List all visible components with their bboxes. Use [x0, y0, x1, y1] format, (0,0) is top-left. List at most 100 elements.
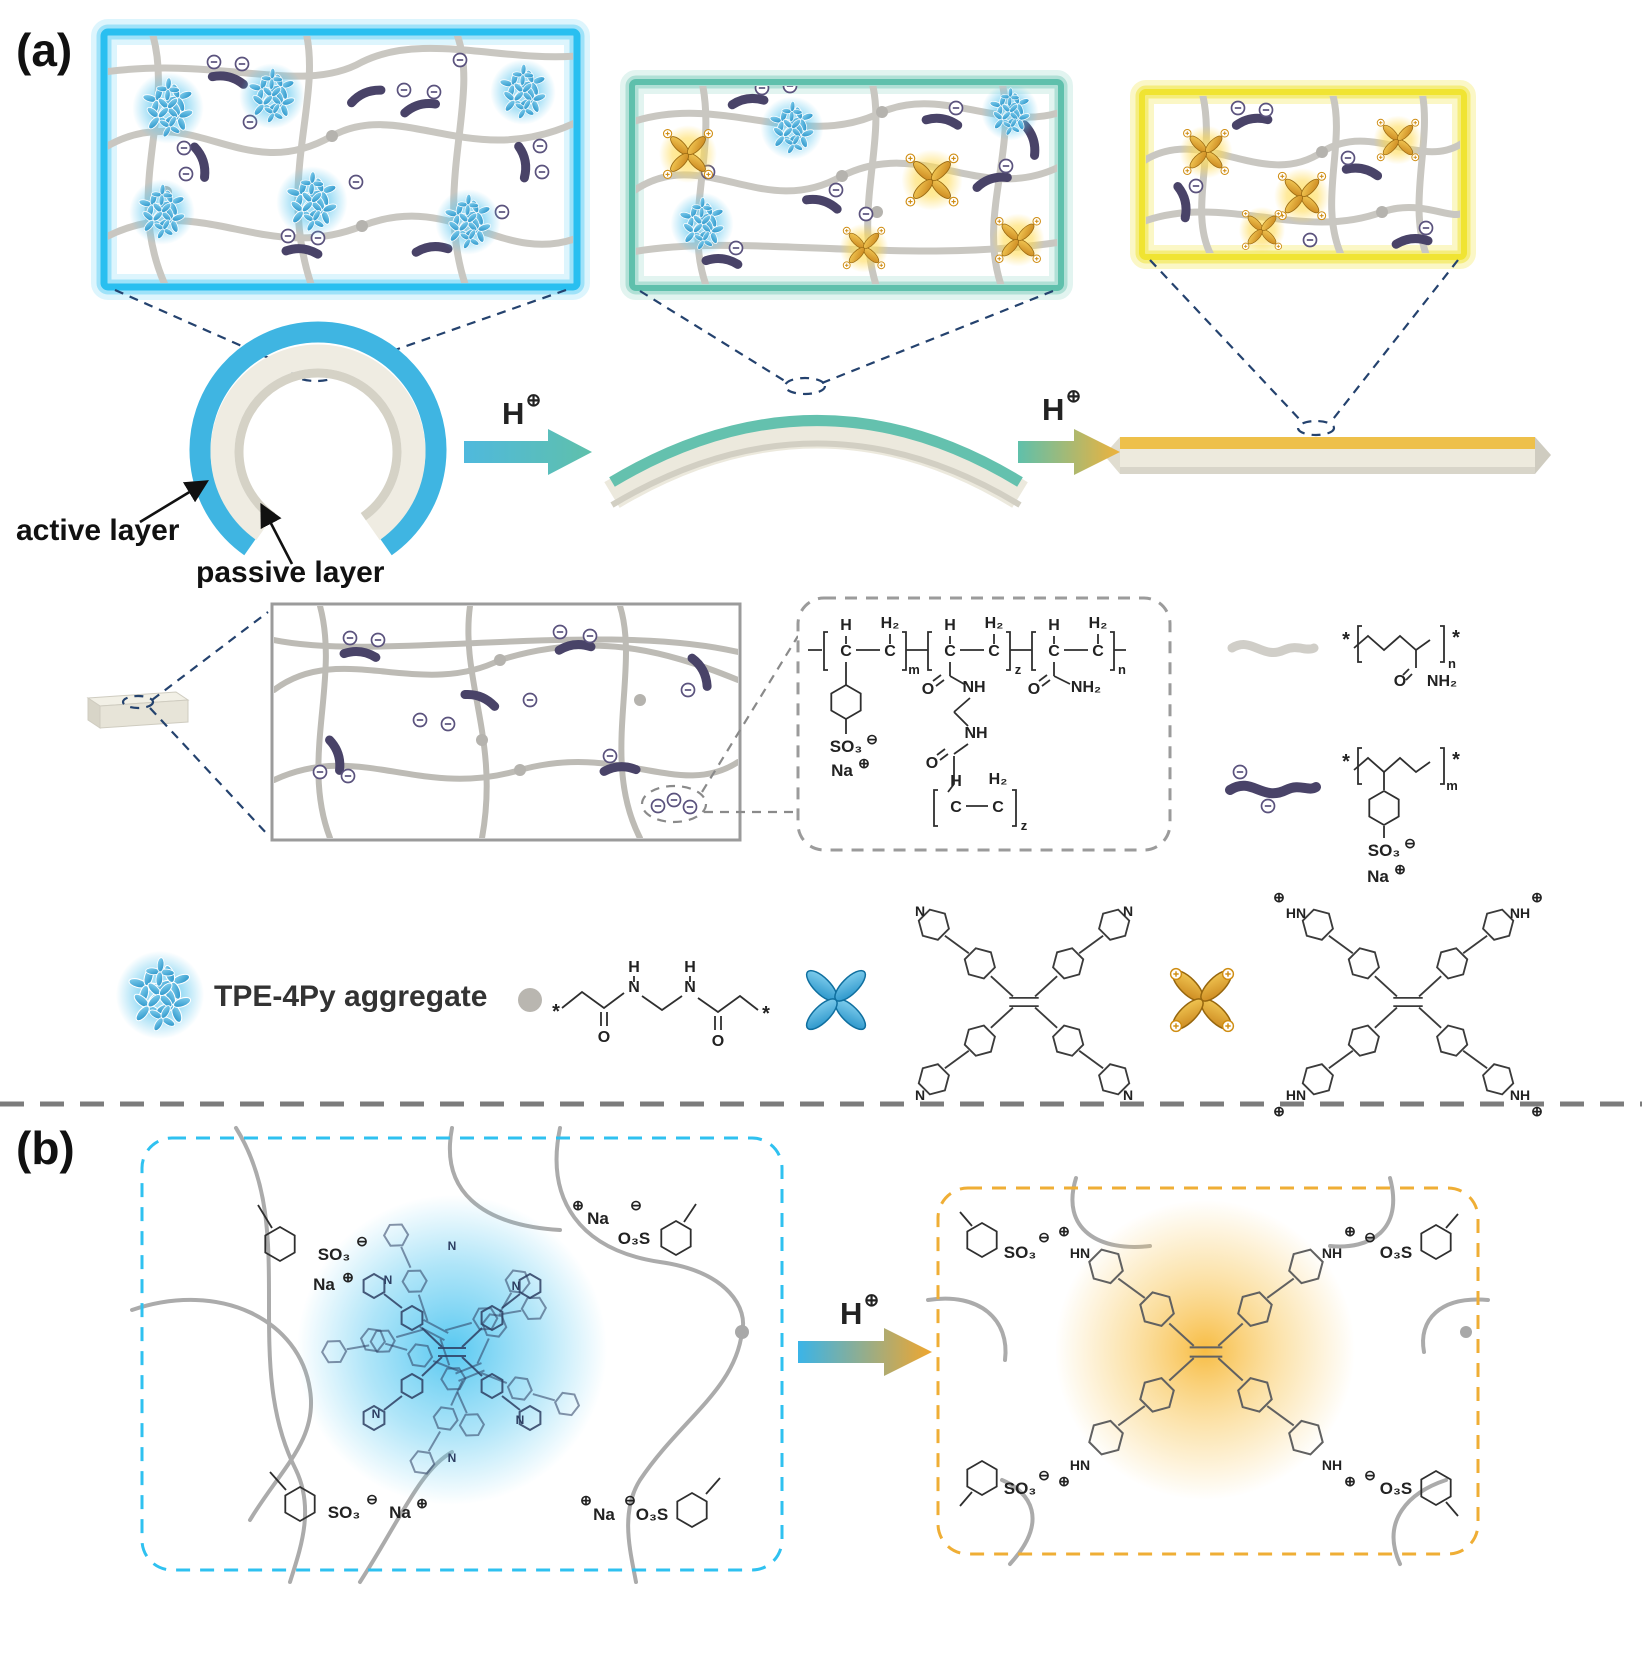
tpe4py-neutral-structure: N N N N — [913, 903, 1135, 1103]
plus-sign: ⊕ — [1394, 861, 1406, 877]
atom-label: C — [950, 799, 962, 816]
plus-charge: ⊕ — [526, 390, 541, 410]
copolymer-structure: C H C H₂ m C H C H₂ z C H C H₂ n SO₃ ⊖ N… — [796, 596, 1172, 852]
atom-label: C — [1048, 643, 1060, 660]
pyridine-n: N — [448, 1451, 457, 1465]
plus-charge: ⊕ — [1066, 386, 1081, 406]
proton-label: H — [1042, 392, 1064, 427]
pyridine-n: N — [516, 1413, 525, 1427]
pyridinium-nh: NH — [1510, 905, 1530, 921]
sodium-label: Na — [593, 1505, 615, 1524]
plus-sign: ⊕ — [1058, 1223, 1070, 1239]
proton-label: H — [502, 396, 524, 431]
minus-sign: ⊖ — [866, 731, 878, 747]
plus-sign: ⊕ — [572, 1197, 584, 1213]
sodium-label: Na — [587, 1209, 609, 1228]
passive-layer-zoom: C H C H₂ m C H C H₂ z C H C H₂ n SO₃ ⊖ N… — [86, 596, 1460, 886]
layer-annotations: active layer passive layer — [16, 480, 385, 589]
pss-strand-icon — [1225, 780, 1321, 799]
crosslink-node-icon — [518, 988, 542, 1012]
sodium-label: Na — [313, 1275, 335, 1294]
pyridine-n: N — [372, 1407, 381, 1421]
minus-sign: ⊖ — [1364, 1229, 1376, 1245]
repeat-subscript: z — [1021, 818, 1028, 833]
plus-sign: ⊕ — [1344, 1223, 1356, 1239]
passive-strip — [86, 611, 269, 836]
plus-sign: ⊕ — [342, 1269, 354, 1285]
atom-label: C — [988, 643, 1000, 660]
minus-sign: ⊖ — [356, 1233, 368, 1249]
atom-label: H — [944, 617, 956, 634]
panel-b: (b) N N N N N N SO₃ ⊖ Na — [16, 1122, 1490, 1584]
minus-sign: ⊖ — [1038, 1467, 1050, 1483]
atom-label: N — [684, 979, 696, 996]
aggregate-molecule-cluster: N N N N N N — [319, 1220, 581, 1478]
blue-emission-glow — [297, 1195, 607, 1505]
pyridine-n: N — [915, 903, 925, 919]
minus-sign: ⊖ — [1404, 835, 1416, 851]
ion-pair-labels: SO₃ ⊖ ⊕ HN NH ⊕ ⊖ O₃S SO₃ ⊖ ⊕ HN NH ⊕ ⊖ … — [959, 1211, 1459, 1517]
aggregated-state-border — [140, 1136, 784, 1572]
sulfonate-label: O₃S — [618, 1229, 650, 1248]
sodium-label: Na — [389, 1503, 411, 1522]
panel-a: (a) — [16, 19, 1551, 589]
plus-sign: ⊕ — [1344, 1473, 1356, 1489]
atom-label: NH₂ — [1071, 679, 1101, 696]
atom-label: H₂ — [989, 771, 1008, 788]
plus-sign: ⊕ — [1531, 889, 1543, 905]
network-strands — [926, 1176, 1490, 1566]
atom-label: H₂ — [1089, 615, 1108, 632]
tpe4py-neutral-icon — [778, 942, 894, 1058]
network-zoom-partially-protonated — [620, 70, 1073, 300]
network-zoom-blue-emissive — [91, 19, 590, 300]
atom-label: H — [950, 773, 962, 790]
aggregate-legend-label: TPE-4Py aggregate — [214, 980, 487, 1013]
tpe4py-aggregate-icon — [116, 951, 204, 1039]
sulfonate-label: O₃S — [1380, 1479, 1412, 1498]
sulfonate-label: SO₃ — [1368, 841, 1400, 860]
sulfonate-label: SO₃ — [1004, 1479, 1036, 1498]
sulfonate-label: SO₃ — [328, 1503, 360, 1522]
atom-label: H — [1048, 617, 1060, 634]
zoom-connectors — [114, 259, 1459, 437]
proton-arrow-3: H ⊕ — [798, 1290, 932, 1376]
plus-sign: ⊕ — [1531, 1103, 1543, 1119]
atom-label: C — [1092, 643, 1104, 660]
tpe4py-protonated-structure: HN ⊕ NH ⊕ HN ⊕ NH ⊕ — [1273, 889, 1543, 1119]
plus-sign: ⊕ — [416, 1495, 428, 1511]
tpe4py-protonated-icon — [1144, 942, 1260, 1058]
protonated-state-border — [936, 1186, 1480, 1556]
repeat-subscript: m — [1446, 778, 1458, 793]
minus-sign: ⊖ — [366, 1491, 378, 1507]
pyridine-n: N — [512, 1279, 521, 1293]
atom-label: H — [628, 959, 640, 976]
repeat-subscript: z — [1015, 662, 1022, 677]
plus-sign: ⊕ — [1273, 889, 1285, 905]
actuator-curled — [189, 321, 447, 556]
pyridinium-hn: HN — [1286, 1087, 1306, 1103]
atom-label: H — [840, 617, 852, 634]
proton-label: H — [840, 1296, 862, 1331]
pyridine-n: N — [1123, 1087, 1133, 1103]
sodium-label: Na — [831, 761, 853, 780]
pyridinium-nh: NH — [1322, 1245, 1342, 1261]
sodium-label: Na — [1367, 867, 1389, 886]
star: * — [762, 1003, 770, 1025]
pyridine-n: N — [915, 1087, 925, 1103]
atom-label: H — [684, 959, 696, 976]
atom-label: O — [1394, 673, 1406, 690]
plus-sign: ⊕ — [858, 755, 870, 771]
minus-sign: ⊖ — [1364, 1467, 1376, 1483]
star: * — [1342, 629, 1350, 651]
plus-sign: ⊕ — [580, 1492, 592, 1508]
orange-emission-glow — [1055, 1200, 1355, 1500]
pam-strand-icon — [1227, 640, 1319, 657]
atom-label: H₂ — [881, 615, 900, 632]
passive-network-box — [270, 602, 799, 842]
sulfonate-label: O₃S — [1380, 1243, 1412, 1262]
aggregated-state-box: N N N N N N SO₃ ⊖ Na ⊕ Na ⊕ ⊖ O₃S SO₃ ⊖ … — [130, 1126, 784, 1584]
star: * — [552, 1001, 560, 1023]
panel-b-label: (b) — [16, 1122, 75, 1174]
active-layer-label: active layer — [16, 514, 180, 547]
legend-pam: * * n O NH₂ — [1227, 625, 1460, 690]
